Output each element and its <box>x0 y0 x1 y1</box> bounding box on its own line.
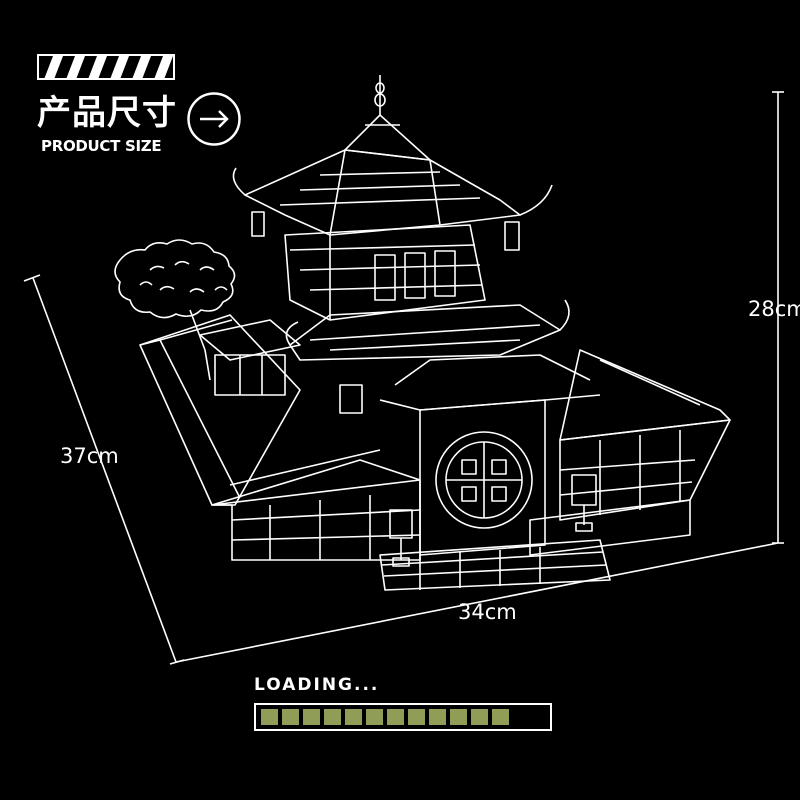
width-dimension-line <box>175 542 779 663</box>
pagoda-main-roof <box>232 149 553 251</box>
depth-dimension-label: 37cm <box>60 444 119 468</box>
progress-segment <box>492 709 509 725</box>
progress-segment <box>471 709 488 725</box>
loading-label: LOADING... <box>254 675 380 695</box>
pagoda-tower-body <box>284 224 486 321</box>
arrow-right-icon[interactable] <box>187 92 241 146</box>
progress-segment <box>366 709 383 725</box>
height-dimension-label: 28cm <box>748 297 800 321</box>
stone-lantern-right <box>571 474 597 532</box>
pagoda-spire <box>344 75 431 161</box>
progress-segment <box>408 709 425 725</box>
entrance-stairs <box>379 539 611 591</box>
moon-gate <box>379 354 601 556</box>
side-pavilion <box>199 319 363 414</box>
progress-segment <box>450 709 467 725</box>
progress-segment <box>261 709 278 725</box>
tree-canopy <box>114 239 236 381</box>
progress-segment <box>429 709 446 725</box>
product-size-subtitle: PRODUCT SIZE <box>41 137 162 155</box>
progress-segment <box>282 709 299 725</box>
loading-progress-bar <box>254 703 552 731</box>
progress-segment <box>303 709 320 725</box>
stone-lantern-left <box>389 509 413 567</box>
progress-segment <box>345 709 362 725</box>
product-size-title: 产品尺寸 <box>37 93 177 133</box>
progress-segment <box>387 709 404 725</box>
courtyard-wall-left <box>139 314 421 561</box>
hazard-stripes-decoration <box>37 54 175 80</box>
hall-roof <box>285 299 570 361</box>
width-dimension-label: 34cm <box>458 600 517 624</box>
courtyard-wall-right <box>529 349 731 556</box>
progress-segment <box>324 709 341 725</box>
depth-dimension-line <box>23 274 185 665</box>
